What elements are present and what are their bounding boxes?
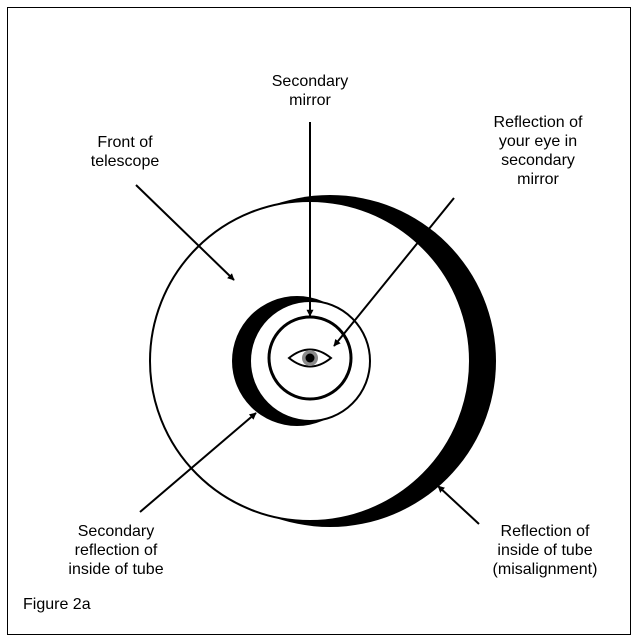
arrow-tube-reflection xyxy=(437,485,480,525)
eye-icon xyxy=(287,348,333,368)
arrow-front-of-telescope xyxy=(135,184,235,281)
label-eye-reflection: Reflection of your eye in secondary mirr… xyxy=(493,114,583,188)
label-secondary-reflection: Secondary reflection of inside of tube xyxy=(68,523,164,578)
arrow-secondary-reflection xyxy=(139,412,257,513)
label-secondary-mirror: Secondary mirror xyxy=(271,73,349,109)
figure-frame xyxy=(7,7,631,635)
arrow-eye-reflection xyxy=(333,197,455,347)
label-tube-reflection: Reflection of inside of tube (misalignme… xyxy=(492,523,598,578)
label-front-of-telescope: Front of telescope xyxy=(90,134,160,170)
figure-caption: Figure 2a xyxy=(23,596,91,613)
